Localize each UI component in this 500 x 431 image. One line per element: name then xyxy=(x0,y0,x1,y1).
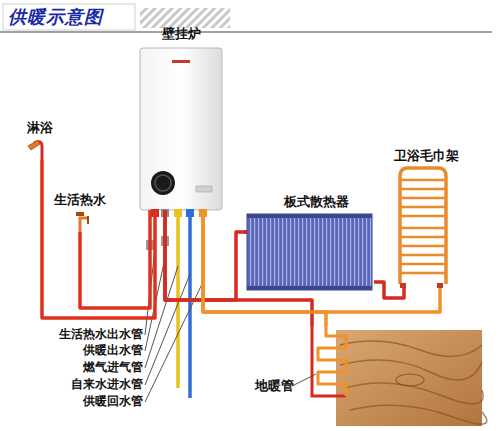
wood-floor xyxy=(336,330,482,426)
rack-valve xyxy=(400,283,406,288)
hot-water-tap-node: 生活热水 xyxy=(52,190,114,232)
floor-heating-node: 地暖管 xyxy=(228,326,484,428)
node-label: 地暖管 xyxy=(255,378,315,394)
title-frame xyxy=(3,4,135,30)
boiler-node: 壁挂炉 xyxy=(137,26,225,210)
panel-radiator-node: 板式散热器 xyxy=(244,194,374,292)
node-label: 生活热水 xyxy=(54,192,114,208)
leader-line xyxy=(292,374,316,386)
heating-return-pipe xyxy=(203,210,326,326)
pipe-label: 供暖出水管 xyxy=(3,343,143,358)
leader-line xyxy=(145,250,155,335)
pipe-label: 燃气进气管 xyxy=(3,360,143,375)
node-label: 淋浴 xyxy=(27,120,62,136)
leader-line xyxy=(145,274,190,385)
boiler-body xyxy=(140,48,222,210)
node-label: 板式散热器 xyxy=(284,194,374,210)
radiator-bottom xyxy=(247,286,372,290)
heating-supply-pipe xyxy=(374,282,404,298)
node-label: 壁挂炉 xyxy=(137,26,225,42)
heating-supply-pipe xyxy=(165,210,312,326)
leader-line xyxy=(145,282,203,402)
boiler-badge xyxy=(196,186,212,192)
pipe-label: 生活热水出水管 xyxy=(3,327,143,342)
boiler-logo xyxy=(172,60,190,63)
pipe-fitting xyxy=(151,209,159,217)
heating-supply-pipe xyxy=(165,210,244,300)
shower-head xyxy=(28,140,40,150)
shower-node: 淋浴 xyxy=(16,118,62,160)
floor-coil-supply xyxy=(312,326,346,396)
heating-return-pipe xyxy=(203,210,440,312)
hot-water-pipe xyxy=(42,160,155,318)
gas-pipe xyxy=(176,210,180,388)
boiler-dial xyxy=(151,171,175,195)
wood-knot xyxy=(396,374,424,386)
title-rule xyxy=(0,31,492,33)
node-label: 卫浴毛巾架 xyxy=(394,148,470,164)
pipe-label: 自来水进水管 xyxy=(3,377,143,392)
tap-handle xyxy=(76,212,84,216)
tap-spout xyxy=(87,216,89,224)
towel-rack-node: 卫浴毛巾架 xyxy=(390,146,470,288)
radiator-panel xyxy=(247,214,372,290)
tap-body xyxy=(80,218,88,232)
pipe-label: 供暖回水管 xyxy=(3,394,143,409)
floor-coil-return xyxy=(318,326,346,396)
towel-rack-bars xyxy=(400,180,446,273)
cold-water-pipe xyxy=(188,210,192,398)
title-stripes xyxy=(140,8,230,28)
wood-grain xyxy=(340,341,487,424)
valve xyxy=(146,240,154,250)
rack-valve xyxy=(437,283,443,288)
radiator-top xyxy=(247,214,372,218)
diagram-title: 供暖示意图 xyxy=(8,6,103,28)
pipe-fitting xyxy=(199,209,207,217)
boiler-dial-ring xyxy=(155,175,171,191)
pipe-fitting xyxy=(161,209,169,217)
valve xyxy=(161,236,169,246)
hot-water-pipe xyxy=(80,210,150,308)
towel-rack-frame xyxy=(400,168,446,284)
